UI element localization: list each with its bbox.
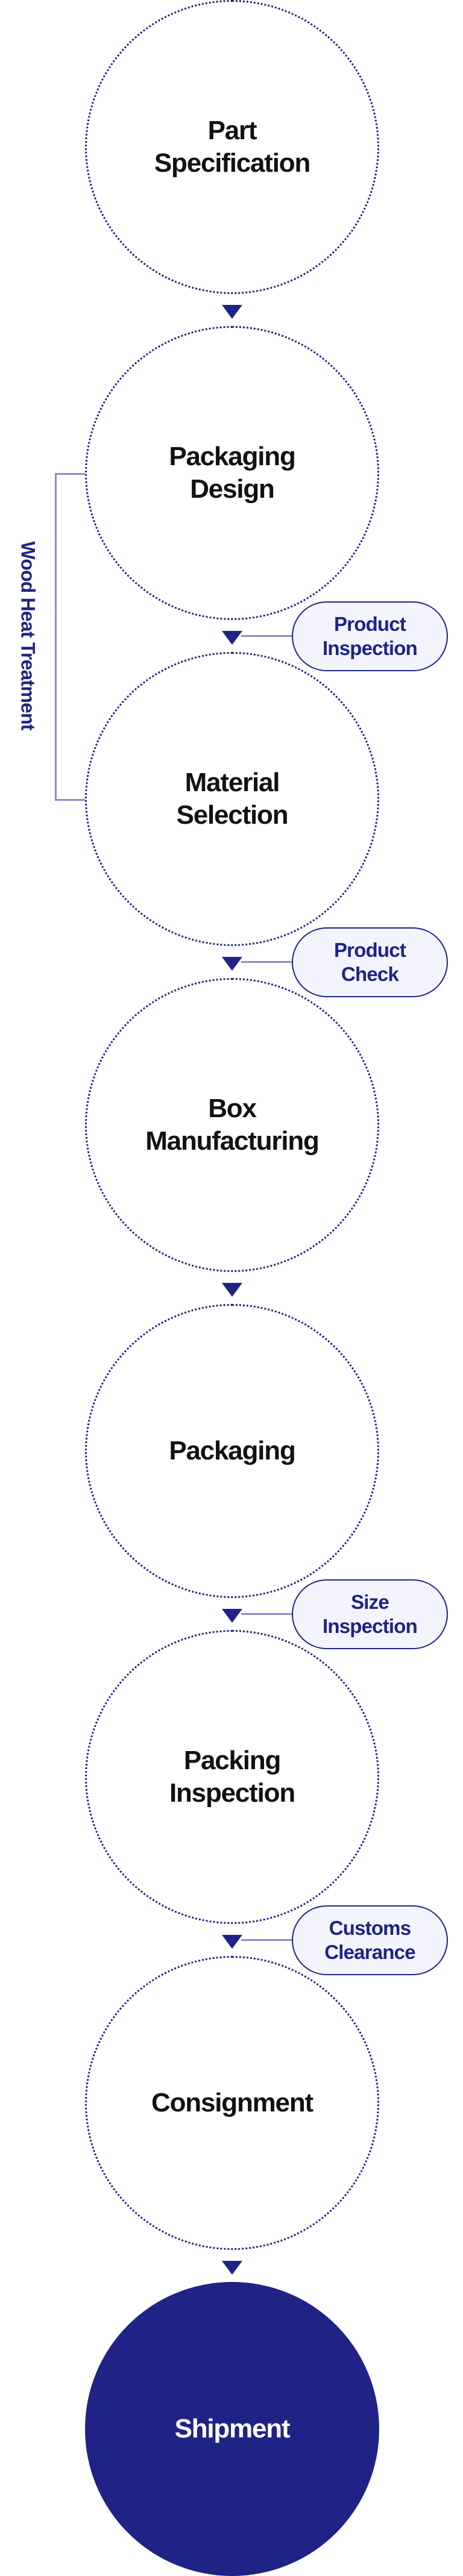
checkpoint-badge: Product Check xyxy=(292,927,448,997)
step-circle: Packaging xyxy=(85,1304,379,1598)
arrow-down-icon xyxy=(222,1935,242,1949)
checkpoint-label: Customs Clearance xyxy=(324,1917,415,1963)
step-label: Packaging xyxy=(169,1436,295,1465)
checkpoint-label: Size Inspection xyxy=(322,1591,418,1637)
checkpoint-connector xyxy=(241,635,292,637)
step-circle: Shipment xyxy=(85,2282,379,2576)
checkpoint-connector xyxy=(241,1939,292,1941)
checkpoint-connector xyxy=(241,961,292,963)
arrow-down-icon xyxy=(222,305,242,319)
step-label: Consignment xyxy=(151,2088,313,2117)
step-label: Shipment xyxy=(174,2414,291,2443)
step-label: Packaging Design xyxy=(169,442,295,504)
arrow-down-icon xyxy=(222,1283,242,1297)
checkpoint-label: Product Check xyxy=(333,939,406,985)
step-circle: Material Selection xyxy=(85,652,379,946)
step-label: Packing Inspection xyxy=(169,1746,295,1808)
wood-heat-treatment-bracket xyxy=(55,473,85,801)
step-circle: Packaging Design xyxy=(85,326,379,620)
checkpoint-badge: Customs Clearance xyxy=(292,1905,448,1975)
arrow-down-icon xyxy=(222,2261,242,2275)
arrow-down-icon xyxy=(222,1609,242,1623)
step-circle: Packing Inspection xyxy=(85,1630,379,1924)
wood-heat-treatment-label: Wood Heat Treatment xyxy=(17,541,39,730)
step-circle: Consignment xyxy=(85,1956,379,2250)
step-circle: Part Specification xyxy=(85,0,379,294)
arrow-down-icon xyxy=(222,631,242,645)
arrow-down-icon xyxy=(222,957,242,971)
checkpoint-badge: Product Inspection xyxy=(292,601,448,671)
step-circle: Box Manufacturing xyxy=(85,978,379,1272)
checkpoint-label: Product Inspection xyxy=(322,613,418,659)
step-label: Box Manufacturing xyxy=(145,1094,320,1156)
checkpoint-badge: Size Inspection xyxy=(292,1579,448,1649)
checkpoint-connector xyxy=(241,1613,292,1615)
step-label: Material Selection xyxy=(176,768,289,830)
step-label: Part Specification xyxy=(154,116,310,178)
